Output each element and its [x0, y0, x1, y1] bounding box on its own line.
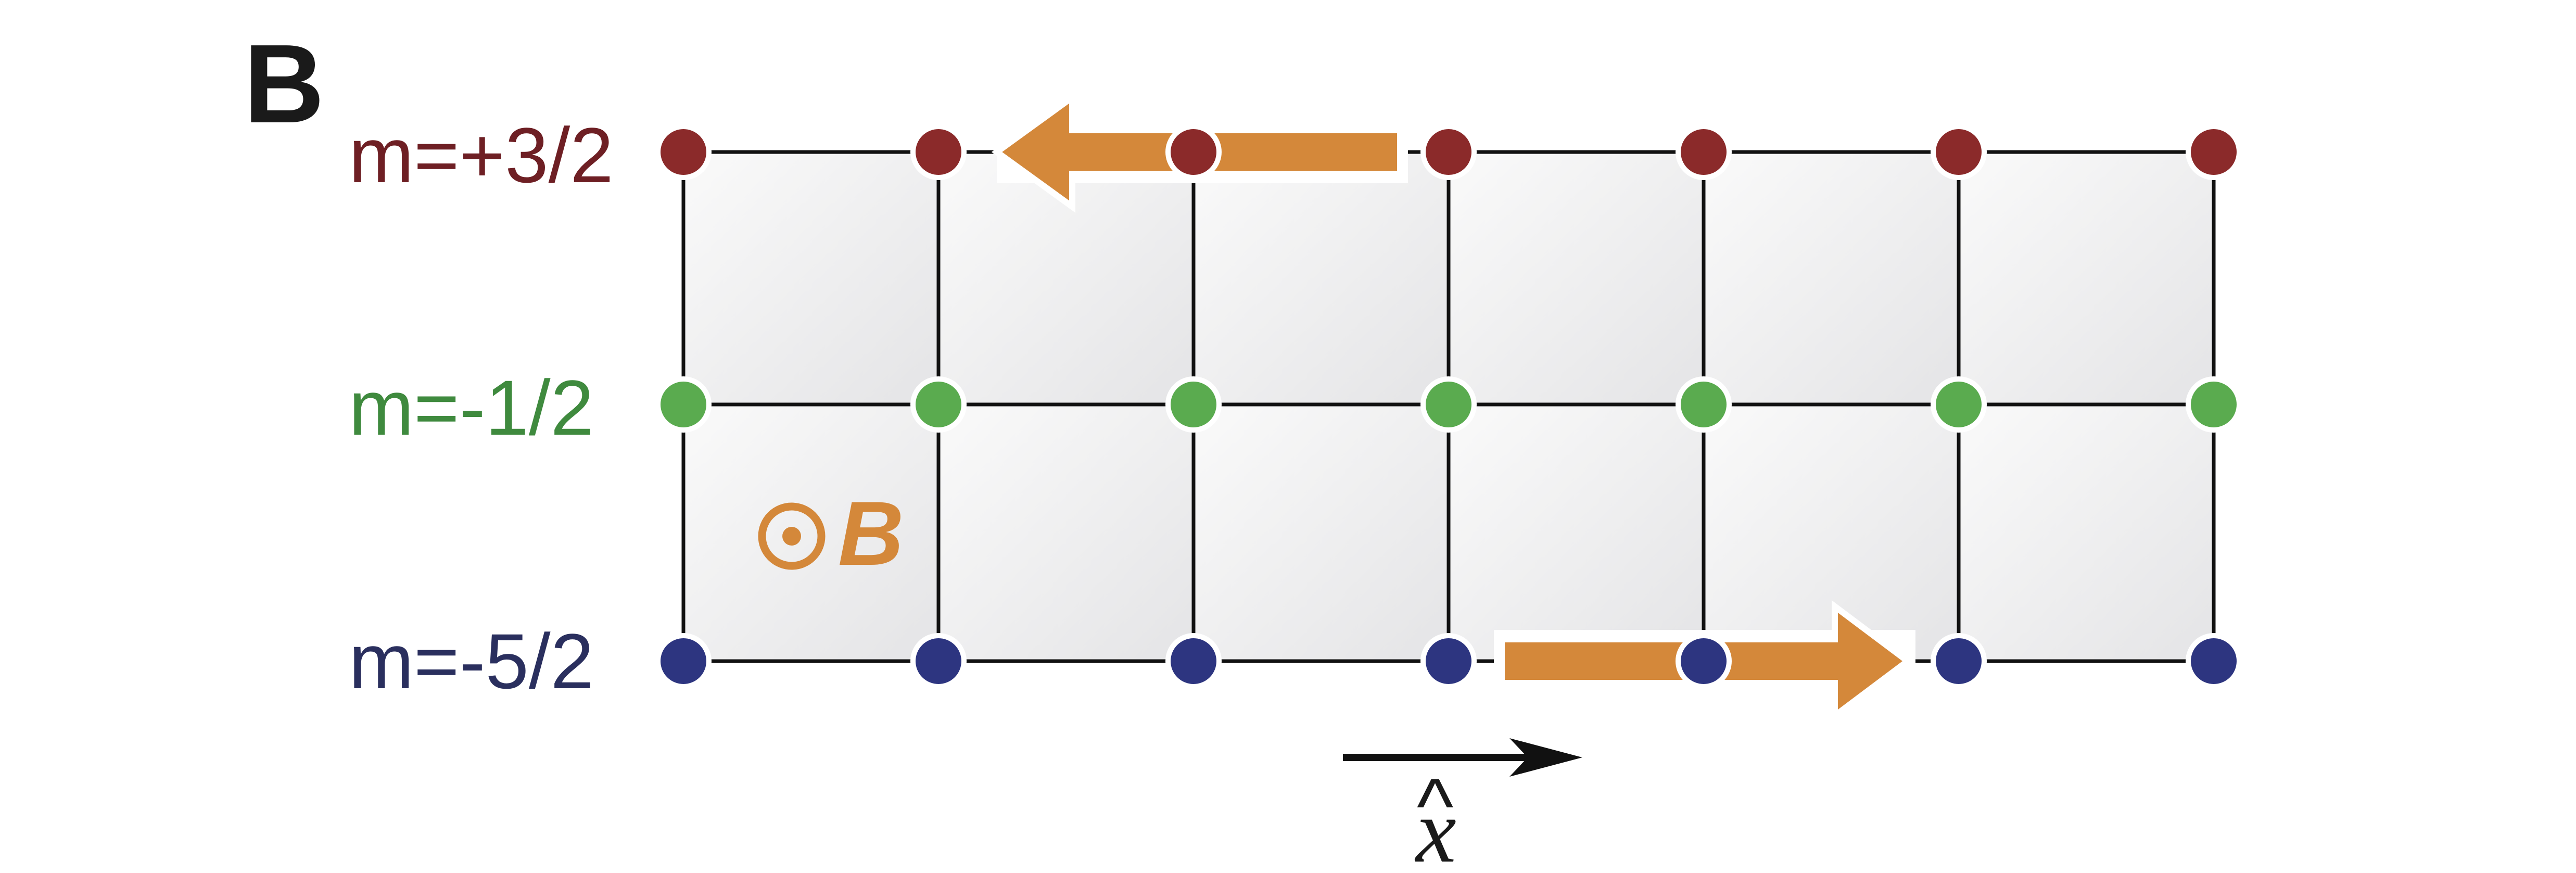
lattice-cell	[683, 404, 938, 661]
lattice-cell	[1449, 404, 1704, 661]
row-labels: m=+3/2 m=-1/2 m=-5/2	[349, 111, 614, 705]
lattice-cell	[1449, 152, 1704, 404]
lattice-site	[1931, 376, 1987, 433]
x-axis-indicator: x ^	[1343, 738, 1582, 873]
lattice-site	[910, 633, 967, 689]
lattice-site	[1676, 633, 1732, 689]
lattice-site	[1165, 633, 1222, 689]
lattice-site	[1931, 124, 1987, 180]
lattice-site	[1420, 376, 1477, 433]
lattice-site	[1931, 633, 1987, 689]
panel-label: B	[244, 21, 324, 146]
lattice-site	[1676, 376, 1732, 433]
out-of-page-field-icon	[758, 502, 826, 570]
x-axis-label: x	[1414, 780, 1456, 873]
lattice-cell	[938, 404, 1194, 661]
lattice-site	[2186, 376, 2242, 433]
lattice-site	[655, 376, 712, 433]
lattice-cells	[683, 152, 2214, 661]
lattice-cell	[1704, 152, 1959, 404]
lattice-cell	[683, 152, 938, 404]
field-label: B	[838, 483, 904, 585]
lattice-cell	[1704, 404, 1959, 661]
out-of-page-field-dot	[782, 527, 801, 546]
row-label-bottom: m=-5/2	[349, 617, 594, 705]
lattice-cell	[1959, 152, 2214, 404]
lattice-site	[1420, 124, 1477, 180]
lattice-cell	[1194, 404, 1449, 661]
row-label-middle: m=-1/2	[349, 364, 594, 451]
lattice-site	[655, 124, 712, 180]
magnetic-field-marker: B	[758, 483, 904, 585]
lattice-site	[1165, 376, 1222, 433]
lattice-site	[2186, 633, 2242, 689]
lattice-site	[1165, 124, 1222, 180]
lattice-site	[2186, 124, 2242, 180]
x-axis-arrow-head	[1509, 738, 1582, 777]
lattice-sites	[655, 124, 2242, 689]
row-label-top: m=+3/2	[349, 111, 614, 199]
lattice-site	[1420, 633, 1477, 689]
lattice-cell	[1959, 404, 2214, 661]
lattice-cell	[1194, 152, 1449, 404]
lattice-site	[655, 633, 712, 689]
x-axis-hat: ^	[1417, 762, 1453, 850]
lattice-site	[910, 376, 967, 433]
lattice-site	[910, 124, 967, 180]
lattice-site	[1676, 124, 1732, 180]
